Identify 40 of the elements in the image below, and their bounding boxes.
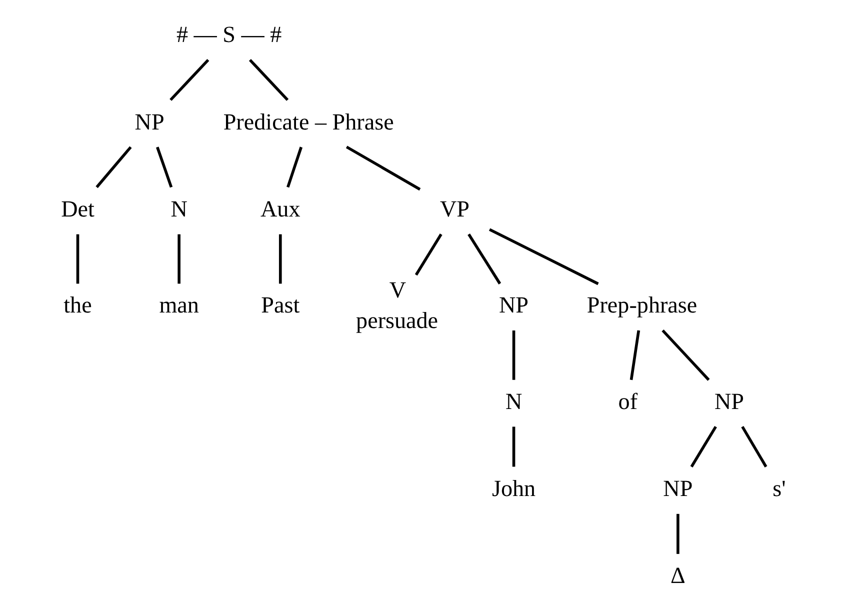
node-text: of: [618, 388, 638, 414]
node-text: man: [158, 292, 198, 318]
node-text: Δ: [670, 562, 685, 588]
node-text: V: [388, 276, 406, 302]
node-text: Prep-phrase: [586, 292, 697, 318]
connector: [740, 426, 767, 468]
connector: [248, 58, 288, 101]
connector: [676, 514, 679, 554]
node-text: N: [170, 195, 187, 222]
node-label: persuade: [356, 307, 438, 334]
node-text: Det: [60, 195, 94, 222]
connector: [661, 330, 710, 381]
node-text: John: [491, 475, 536, 502]
node-text: the: [63, 292, 92, 318]
connector: [414, 234, 442, 276]
connector: [155, 146, 172, 188]
connector: [690, 426, 716, 468]
node-text: Aux: [260, 195, 300, 222]
node-text: s': [772, 475, 786, 502]
connector: [345, 146, 420, 191]
node-text: NP: [498, 292, 528, 318]
connector: [629, 330, 640, 380]
connector: [286, 146, 302, 188]
node-text: VP: [440, 195, 470, 222]
node-text: # — S — #: [176, 21, 282, 48]
node-text: Predicate – Phrase: [222, 108, 394, 134]
connector: [512, 330, 515, 380]
node-text: N: [504, 388, 522, 414]
connector: [467, 234, 501, 284]
connector: [488, 228, 598, 286]
node-text: Past: [260, 292, 300, 318]
connector: [177, 234, 180, 284]
connector: [278, 234, 282, 284]
connector: [76, 234, 79, 284]
node-text: NP: [662, 475, 692, 502]
connector: [95, 146, 132, 188]
connector: [512, 426, 515, 467]
node-text: NP: [134, 108, 164, 134]
connector: [169, 58, 209, 101]
node-text: NP: [714, 388, 744, 414]
